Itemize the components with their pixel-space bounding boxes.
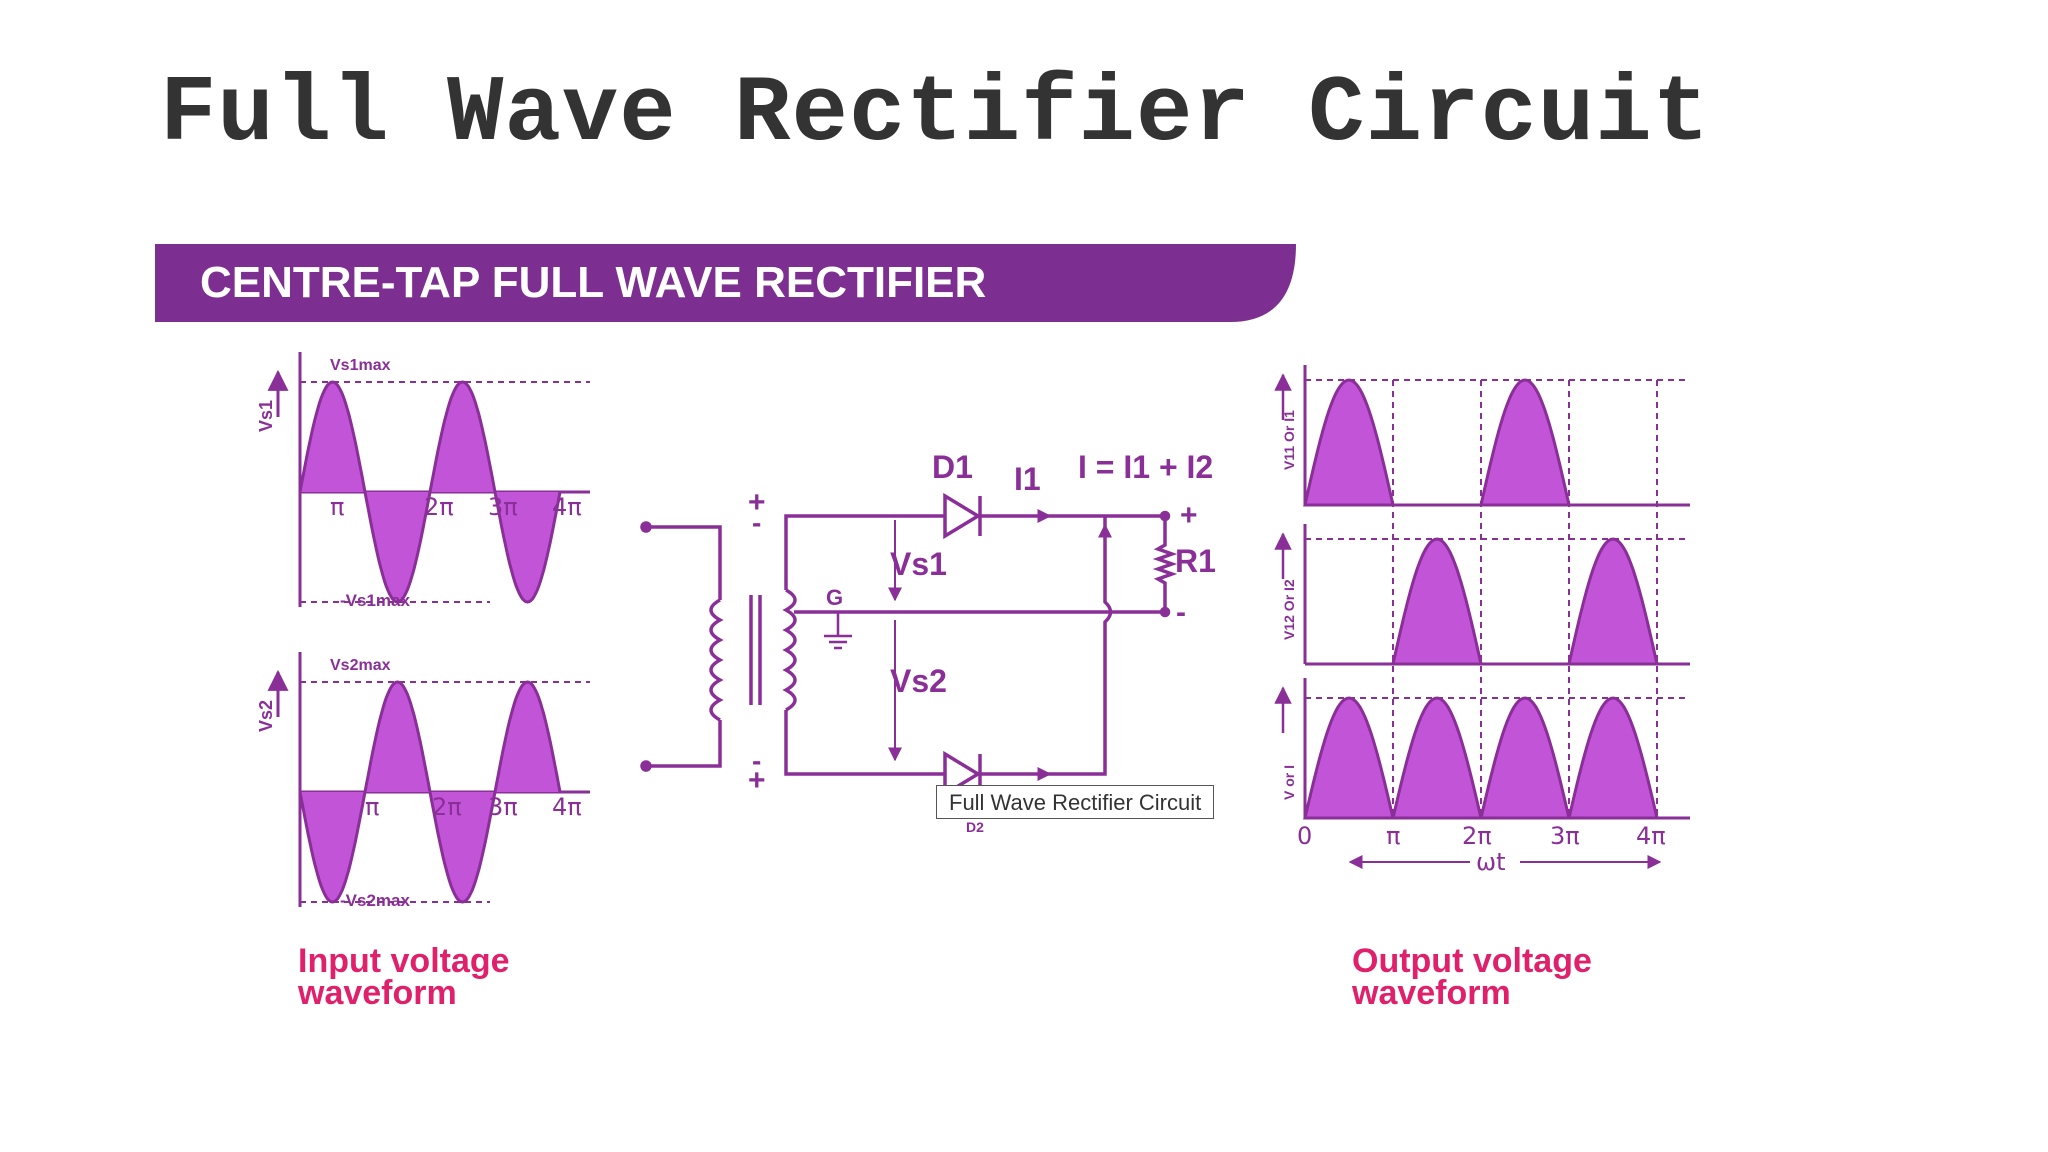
half-wave-hump	[1391, 537, 1483, 666]
label-current-total: I = I1 + I2	[1078, 449, 1213, 485]
half-wave-hump	[1391, 696, 1483, 820]
output-waveforms	[1274, 365, 1690, 820]
output-plot-vl1	[1274, 365, 1690, 507]
vs2-axis-label: Vs2	[256, 700, 276, 732]
half-wave-hump	[1567, 696, 1659, 820]
label-secondary-top-plus: +	[748, 486, 766, 519]
label-r1: R1	[1175, 543, 1216, 579]
input-bottom-tick-4pi: 4π	[552, 793, 582, 821]
input-waveform-vs1	[267, 352, 590, 607]
output-tick-3pi: 3π	[1550, 822, 1580, 850]
diode-d2-symbol	[943, 750, 982, 798]
output-plot-vl2	[1274, 524, 1690, 666]
vs1-peak-label: Vs1max	[330, 357, 391, 374]
output-tick-0: 0	[1297, 822, 1312, 850]
output-plot3-axis-label: V or I	[1281, 765, 1297, 800]
secondary-wires	[784, 514, 1105, 776]
secondary-coil	[782, 588, 797, 712]
load-node-bottom	[1159, 606, 1171, 618]
slide-title: Full Wave Rectifier Circuit	[160, 62, 1711, 168]
label-secondary-top-minus: -	[752, 507, 761, 538]
vs1-neg-peak-label: -Vs1max	[340, 591, 410, 610]
half-wave-hump	[1479, 696, 1571, 820]
input-bottom-tick-3pi: 3π	[488, 793, 518, 821]
label-i1: I1	[1014, 461, 1041, 497]
label-ground: G	[826, 585, 843, 610]
half-wave-hump	[1303, 696, 1395, 820]
banner-text: CENTRE-TAP FULL WAVE RECTIFIER	[200, 258, 986, 307]
omega-t-label: ωt	[1476, 848, 1506, 876]
diode-d2-out-wire	[980, 516, 1113, 776]
label-vs2: Vs2	[890, 663, 947, 699]
vs1-axis-label: Vs1	[256, 400, 276, 432]
primary-coil	[709, 598, 724, 722]
label-load-plus: +	[1180, 499, 1198, 532]
half-wave-hump	[1567, 537, 1659, 666]
ground-symbol	[824, 612, 852, 650]
input-top-tick-2pi: 2π	[424, 493, 454, 521]
tooltip: Full Wave Rectifier Circuit	[936, 785, 1215, 819]
input-bottom-tick-pi: π	[365, 793, 379, 821]
half-wave-hump	[1303, 378, 1395, 507]
input-bottom-tick-2pi: 2π	[432, 793, 462, 821]
input-top-tick-3pi: 3π	[488, 493, 518, 521]
sine-curve	[298, 380, 562, 604]
diode-d1-symbol	[943, 492, 982, 540]
label-secondary-bottom-minus: -	[752, 745, 761, 776]
resistor-r1	[1105, 516, 1178, 614]
output-plot2-axis-label: V12 Or I2	[1281, 579, 1297, 640]
half-wave-hump	[1479, 378, 1571, 507]
banner-background	[155, 244, 1296, 322]
output-plot-vl	[1274, 678, 1690, 820]
output-tick-2pi: 2π	[1462, 822, 1492, 850]
label-vs1: Vs1	[890, 546, 947, 582]
input-top-tick-pi: π	[330, 493, 344, 521]
label-load-minus: -	[1176, 596, 1186, 629]
circuit	[640, 492, 1178, 798]
input-waveform-vs2	[267, 652, 590, 907]
output-plot1-axis-label: V11 Or I1	[1281, 410, 1297, 470]
label-d1: D1	[932, 449, 973, 485]
label-secondary-bottom-plus: +	[748, 764, 766, 797]
input-caption-line2: waveform	[297, 974, 457, 1012]
output-caption-line1: Output voltage	[1352, 942, 1592, 980]
vs2-peak-label: Vs2max	[330, 657, 391, 674]
primary-wire	[646, 525, 722, 768]
label-d2: D2	[966, 819, 984, 835]
load-node-top	[1159, 510, 1171, 522]
output-tick-4pi: 4π	[1636, 822, 1666, 850]
input-top-tick-4pi: 4π	[552, 493, 582, 521]
output-caption-line2: waveform	[1351, 974, 1511, 1012]
input-caption-line1: Input voltage	[298, 942, 510, 980]
vs2-neg-peak-label: -Vs2max	[340, 891, 410, 910]
sine-curve	[298, 680, 562, 904]
output-tick-pi: π	[1386, 822, 1400, 850]
